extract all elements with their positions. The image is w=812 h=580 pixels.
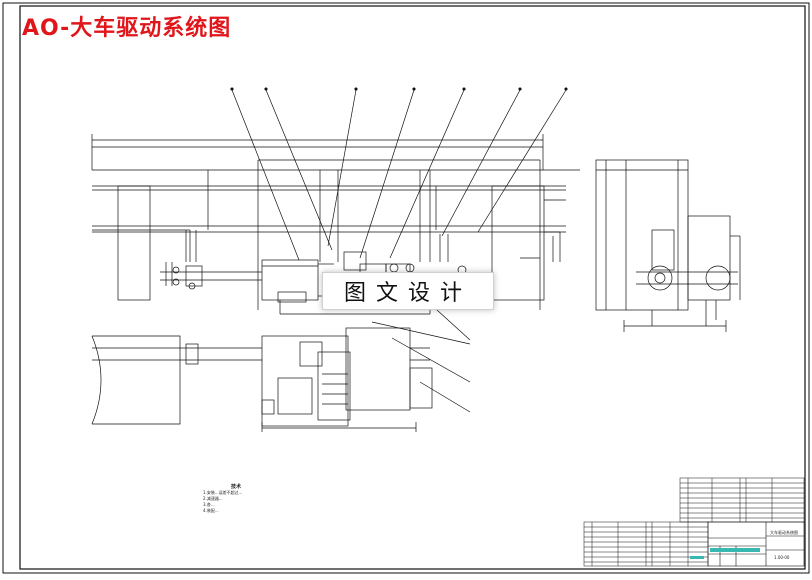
title-block-name: 大车驱动系统图 — [770, 530, 798, 535]
watermark-label: 图文设计 — [322, 272, 494, 310]
title-block — [707, 521, 805, 567]
plan-view — [91, 327, 433, 432]
notes-line: 3.各... — [203, 502, 215, 507]
notes-line: 1.安装...误差不超过... — [203, 490, 243, 495]
inner-border — [19, 5, 806, 570]
leader-lines-top — [230, 87, 568, 261]
title-block-accent-2 — [690, 556, 704, 559]
notes-line: 2.减速器... — [203, 496, 223, 501]
drawing-title: AO-大车驱动系统图 — [22, 16, 232, 41]
notes-title: 技术 — [231, 484, 242, 490]
side-view — [595, 159, 741, 332]
front-elevation-view — [91, 134, 580, 315]
parts-list-upper — [679, 477, 805, 523]
leader-lines-plan — [371, 299, 471, 413]
parts-list-table — [583, 521, 709, 567]
title-block-accent — [710, 548, 760, 552]
title-block-number: 1.00-00 — [774, 555, 790, 560]
technical-notes: 技术 1.安装...误差不超过... 2.减速器... 3.各... 4.装配.… — [203, 484, 242, 514]
notes-line: 4.装配... — [203, 508, 219, 513]
